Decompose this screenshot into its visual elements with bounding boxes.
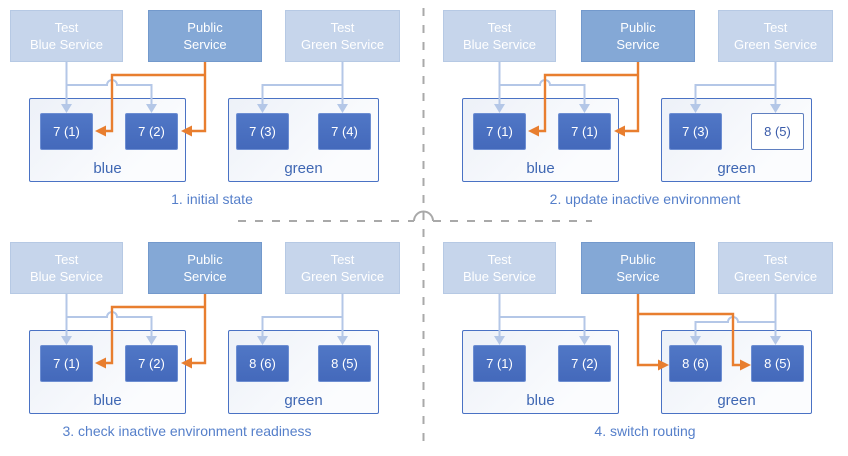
service-label-line: Blue Service — [463, 37, 536, 52]
panel-2: Test Blue Service Public Service Test Gr… — [433, 0, 848, 228]
public-service-box: Public Service — [581, 242, 695, 294]
public-service-box: Public Service — [148, 242, 262, 294]
panel-1: Test Blue Service Public Service Test Gr… — [0, 0, 424, 228]
service-label-line: Public — [620, 19, 656, 35]
test-blue-service-box: Test Blue Service — [443, 242, 556, 294]
panel-caption: 4. switch routing — [594, 423, 696, 439]
service-label-line: Public — [187, 251, 223, 267]
service-label-line: Green Service — [300, 37, 385, 52]
environment-label: green — [717, 160, 756, 177]
service-label-line: Test — [487, 19, 512, 35]
blue-pod-1: 7 (1) — [40, 113, 93, 150]
test-green-service-box: Test Green Service — [718, 10, 833, 62]
public-service-box: Public Service — [148, 10, 262, 62]
blue-pod-2: 7 (2) — [558, 345, 611, 382]
service-label-line: Test — [54, 19, 79, 35]
service-label-line: Public — [620, 251, 656, 267]
service-label-line: Test — [763, 19, 788, 35]
panel-caption: 3. check inactive environment readiness — [62, 423, 312, 439]
environment-label: blue — [526, 160, 555, 177]
test-green-service-box: Test Green Service — [718, 242, 833, 294]
service-label-line: Green Service — [733, 269, 818, 284]
environment-label: blue — [93, 160, 122, 177]
blue-pod-1: 7 (1) — [473, 113, 526, 150]
blue-pod-2: 7 (1) — [558, 113, 611, 150]
service-label-line: Green Service — [300, 269, 385, 284]
green-pod-2: 7 (4) — [318, 113, 371, 150]
panel-3: Test Blue Service Public Service Test Gr… — [0, 232, 424, 456]
test-green-service-box: Test Green Service — [285, 242, 400, 294]
service-label-line: Green Service — [733, 37, 818, 52]
green-pod-2: 8 (5) — [318, 345, 371, 382]
public-service-box: Public Service — [581, 10, 695, 62]
blue-pod-1: 7 (1) — [40, 345, 93, 382]
green-pod-1: 7 (3) — [236, 113, 289, 150]
test-green-service-box: Test Green Service — [285, 10, 400, 62]
service-label-line: Blue Service — [463, 269, 536, 284]
green-pod-2-creating: 8 (5) — [751, 113, 804, 150]
panel-caption: 2. update inactive environment — [549, 191, 741, 207]
green-pod-1: 8 (6) — [669, 345, 722, 382]
service-label-line: Public — [187, 19, 223, 35]
service-label-line: Service — [183, 37, 227, 52]
green-pod-2: 8 (5) — [751, 345, 804, 382]
environment-label: blue — [526, 392, 555, 409]
panel-caption: 1. initial state — [171, 191, 253, 207]
test-blue-service-box: Test Blue Service — [10, 10, 123, 62]
panel-4: Test Blue Service Public Service Test Gr… — [433, 232, 848, 456]
test-blue-service-box: Test Blue Service — [10, 242, 123, 294]
green-pod-1: 7 (3) — [669, 113, 722, 150]
environment-label: green — [284, 392, 323, 409]
green-pod-1: 8 (6) — [236, 345, 289, 382]
environment-label: green — [717, 392, 756, 409]
service-label-line: Test — [330, 19, 355, 35]
blue-pod-2: 7 (2) — [125, 113, 178, 150]
service-label-line: Service — [616, 269, 660, 284]
test-blue-service-box: Test Blue Service — [443, 10, 556, 62]
service-label-line: Test — [330, 251, 355, 267]
service-label-line: Blue Service — [30, 37, 103, 52]
service-label-line: Test — [487, 251, 512, 267]
service-label-line: Test — [763, 251, 788, 267]
service-label-line: Service — [616, 37, 660, 52]
service-label-line: Test — [54, 251, 79, 267]
service-label-line: Blue Service — [30, 269, 103, 284]
blue-pod-2: 7 (2) — [125, 345, 178, 382]
service-label-line: Service — [183, 269, 227, 284]
environment-label: green — [284, 160, 323, 177]
environment-label: blue — [93, 392, 122, 409]
blue-pod-1: 7 (1) — [473, 345, 526, 382]
